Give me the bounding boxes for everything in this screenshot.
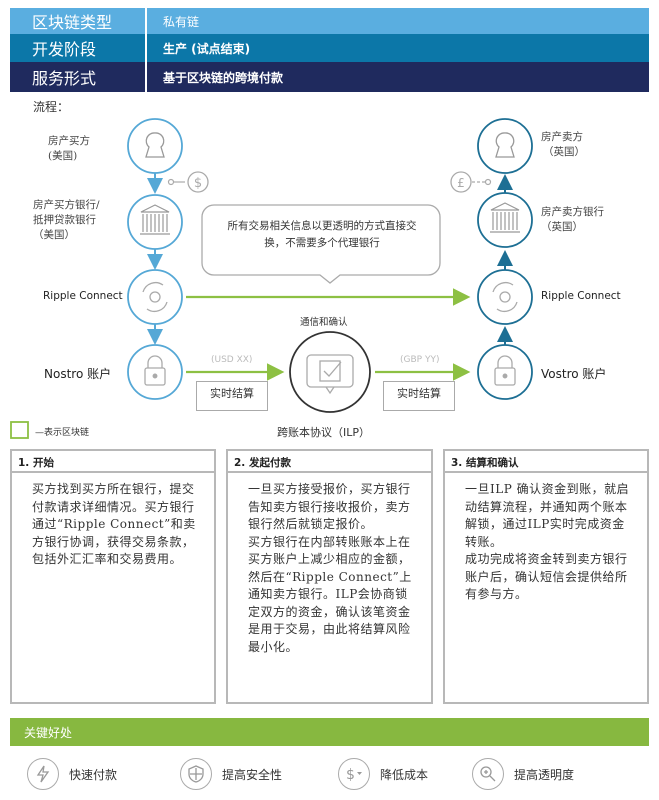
benefits-title: 关键好处 (10, 718, 649, 746)
ripple-connect-right-label: Ripple Connect (541, 290, 621, 302)
left-settle-box: 实时结算 (196, 381, 268, 411)
lightning-icon (27, 758, 59, 790)
buyer-node (127, 118, 183, 174)
step-body: 一旦ILP 确认资金到账，就启动结算流程，并通知两个账本解锁，通过ILP实时完成… (465, 482, 630, 601)
right-settle-box: 实时结算 (383, 381, 455, 411)
sync-icon (492, 281, 518, 313)
benefit-label: 降低成本 (380, 767, 429, 782)
pound-icon: £ (450, 171, 492, 193)
svg-text:$: $ (346, 767, 355, 783)
bank-icon (140, 204, 170, 235)
header-key: 区块链类型 (10, 8, 147, 34)
ripple-connect-left-label: Ripple Connect (43, 290, 123, 302)
step-title: 1. 开始 (12, 451, 214, 473)
benefit-label: 提高安全性 (222, 767, 283, 782)
shield-icon (180, 758, 212, 790)
person-keyhole-icon (145, 132, 165, 158)
step-2-card: 2. 发起付款 一旦买方接受报价，买方银行告知卖方银行接收报价，卖方银行然后就锁… (226, 449, 433, 704)
ilp-top-label: 通信和确认 (300, 317, 348, 328)
vostro-node (477, 344, 533, 400)
header-row-dev-stage: 开发阶段 生产 (试点结束) (10, 34, 649, 62)
step-title: 2. 发起付款 (228, 451, 431, 473)
flow-diagram: $ £ (10, 118, 533, 439)
magnifier-icon (472, 758, 504, 790)
ilp-bottom-label: 跨账本协议（ILP） (277, 426, 371, 439)
header-row-service-form: 服务形式 基于区块链的跨境付款 (10, 62, 649, 92)
process-title: 流程： (33, 100, 70, 114)
step-body: 买方找到买方所在银行，提交付款请求详细情况。买方银行通过“Ripple Conn… (32, 482, 196, 566)
header-value: 生产 (试点结束) (163, 41, 251, 56)
header-row-blockchain-type: 区块链类型 私有链 (10, 8, 649, 34)
gbp-amount: (GBP YY) (400, 355, 440, 365)
nostro-node (127, 344, 183, 400)
seller-bank-label: 房产卖方银行 （英国） (541, 206, 604, 233)
bank-icon (490, 202, 520, 233)
header-key: 服务形式 (10, 62, 147, 92)
person-keyhole-icon (495, 132, 515, 158)
benefit-fast-payment: 快速付款 (27, 758, 117, 790)
step-1-card: 1. 开始 买方找到买方所在银行，提交付款请求详细情况。买方银行通过“Rippl… (10, 449, 216, 704)
nostro-label: Nostro 账户 (44, 367, 112, 381)
step-3-card: 3. 结算和确认 一旦ILP 确认资金到账，就启动结算流程，并通知两个账本解锁，… (443, 449, 649, 704)
svg-text:$: $ (194, 176, 202, 191)
lock-icon (494, 355, 516, 386)
dollar-down-icon: $ (338, 758, 370, 790)
checkbox-chat-icon (306, 354, 354, 395)
header-key: 开发阶段 (10, 34, 147, 62)
buyer-label: 房产买方 (美国) (48, 135, 90, 162)
step-body: 一旦买方接受报价，买方银行告知卖方银行接收报价，卖方银行然后就锁定报价。 买方银… (248, 482, 412, 654)
seller-label: 房产卖方 （英国） (541, 131, 585, 158)
svg-text:£: £ (457, 176, 465, 190)
header-value: 私有链 (163, 14, 200, 29)
info-bubble (201, 204, 441, 284)
lock-icon (144, 355, 166, 386)
bubble-text: 所有交易相关信息以更透明的方式直接交 换，不需要多个代理银行 (227, 220, 417, 249)
benefit-cost: $ 降低成本 (338, 758, 428, 790)
seller-bank-node (477, 192, 533, 248)
legend-label: —表示区块链 (35, 428, 90, 438)
header-value: 基于区块链的跨境付款 (163, 70, 284, 85)
benefit-label: 提高透明度 (514, 767, 575, 782)
dollar-icon: $ (167, 171, 209, 193)
benefit-transparency: 提高透明度 (472, 758, 574, 790)
benefit-security: 提高安全性 (180, 758, 282, 790)
usd-amount: (USD XX) (211, 355, 253, 365)
ilp-node (289, 331, 371, 413)
sync-icon (142, 281, 168, 313)
ripple-connect-right-node (477, 269, 533, 325)
ripple-connect-left-node (127, 269, 183, 325)
step-title: 3. 结算和确认 (445, 451, 647, 473)
buyer-bank-label: 房产买方银行/ 抵押贷款银行 （美国） (33, 199, 100, 241)
vostro-label: Vostro 账户 (541, 367, 607, 381)
legend-swatch (10, 421, 29, 439)
seller-node (477, 118, 533, 174)
benefit-label: 快速付款 (69, 767, 118, 782)
